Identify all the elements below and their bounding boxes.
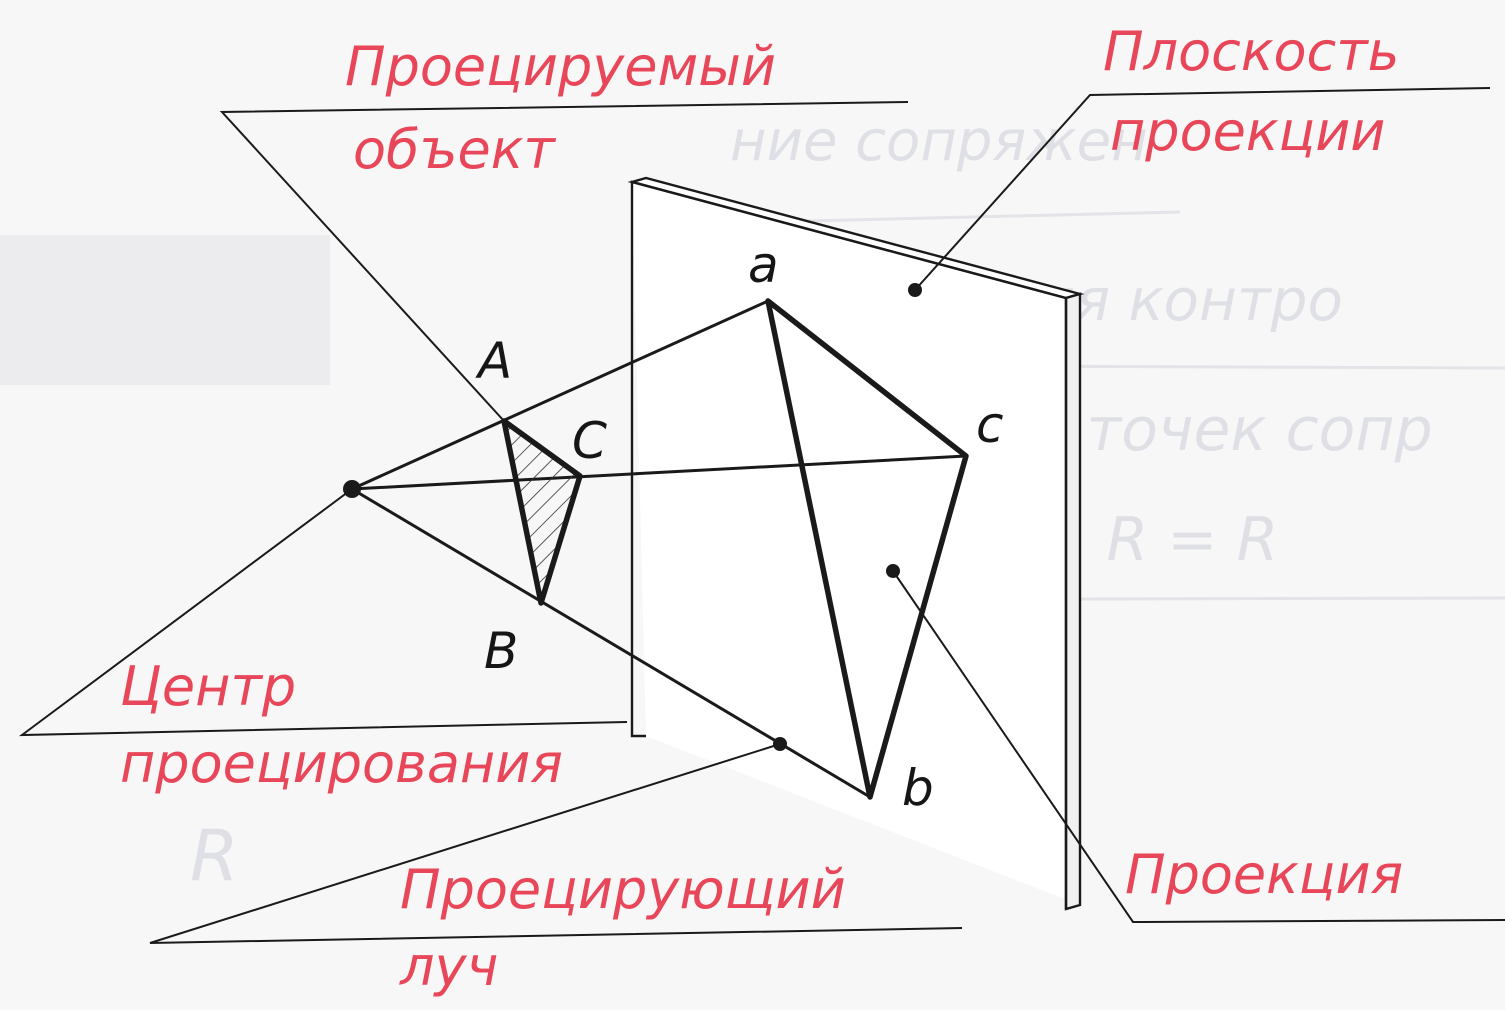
projected-object-triangle	[501, 418, 583, 606]
projecting-ray-c	[351, 454, 967, 491]
leader-projected-object	[219, 101, 909, 422]
leader-projecting-ray	[149, 743, 963, 944]
center-of-projection-point	[343, 480, 361, 498]
projection-triangle	[765, 298, 969, 800]
point-label-A: A	[475, 332, 512, 390]
projection-marker-dot	[886, 564, 900, 578]
label-projected-object: Проецируемый	[345, 35, 776, 98]
projection-plane	[627, 176, 1085, 911]
point-label-b: b	[902, 759, 934, 817]
leader-projection-center	[18, 488, 628, 737]
svg-text:ние сопряжен: ние сопряжен	[730, 109, 1148, 174]
label-projection-plane: Плоскость	[1103, 20, 1399, 83]
point-label-C: C	[572, 412, 607, 470]
ray-marker-dot	[773, 737, 787, 751]
leader-projection	[892, 570, 1505, 924]
projecting-ray-a	[351, 299, 769, 491]
label-projection: Проекция	[1125, 843, 1403, 906]
leader-projection-plane	[914, 87, 1491, 291]
point-label-c: c	[976, 396, 1004, 454]
label-projected-object-line2: объект	[353, 118, 556, 181]
point-label-B: B	[484, 622, 518, 680]
label-projection-center: Центр	[120, 655, 296, 718]
plane-marker-dot	[908, 283, 922, 297]
label-projecting-ray-line2: луч	[399, 935, 498, 998]
label-projection-plane-line2: проекции	[1110, 100, 1385, 163]
label-projection-center-line2: проецирования	[120, 732, 563, 795]
svg-text:R: R	[190, 815, 239, 897]
label-projecting-ray: Проецирующий	[400, 858, 846, 921]
point-label-a: a	[748, 236, 779, 294]
